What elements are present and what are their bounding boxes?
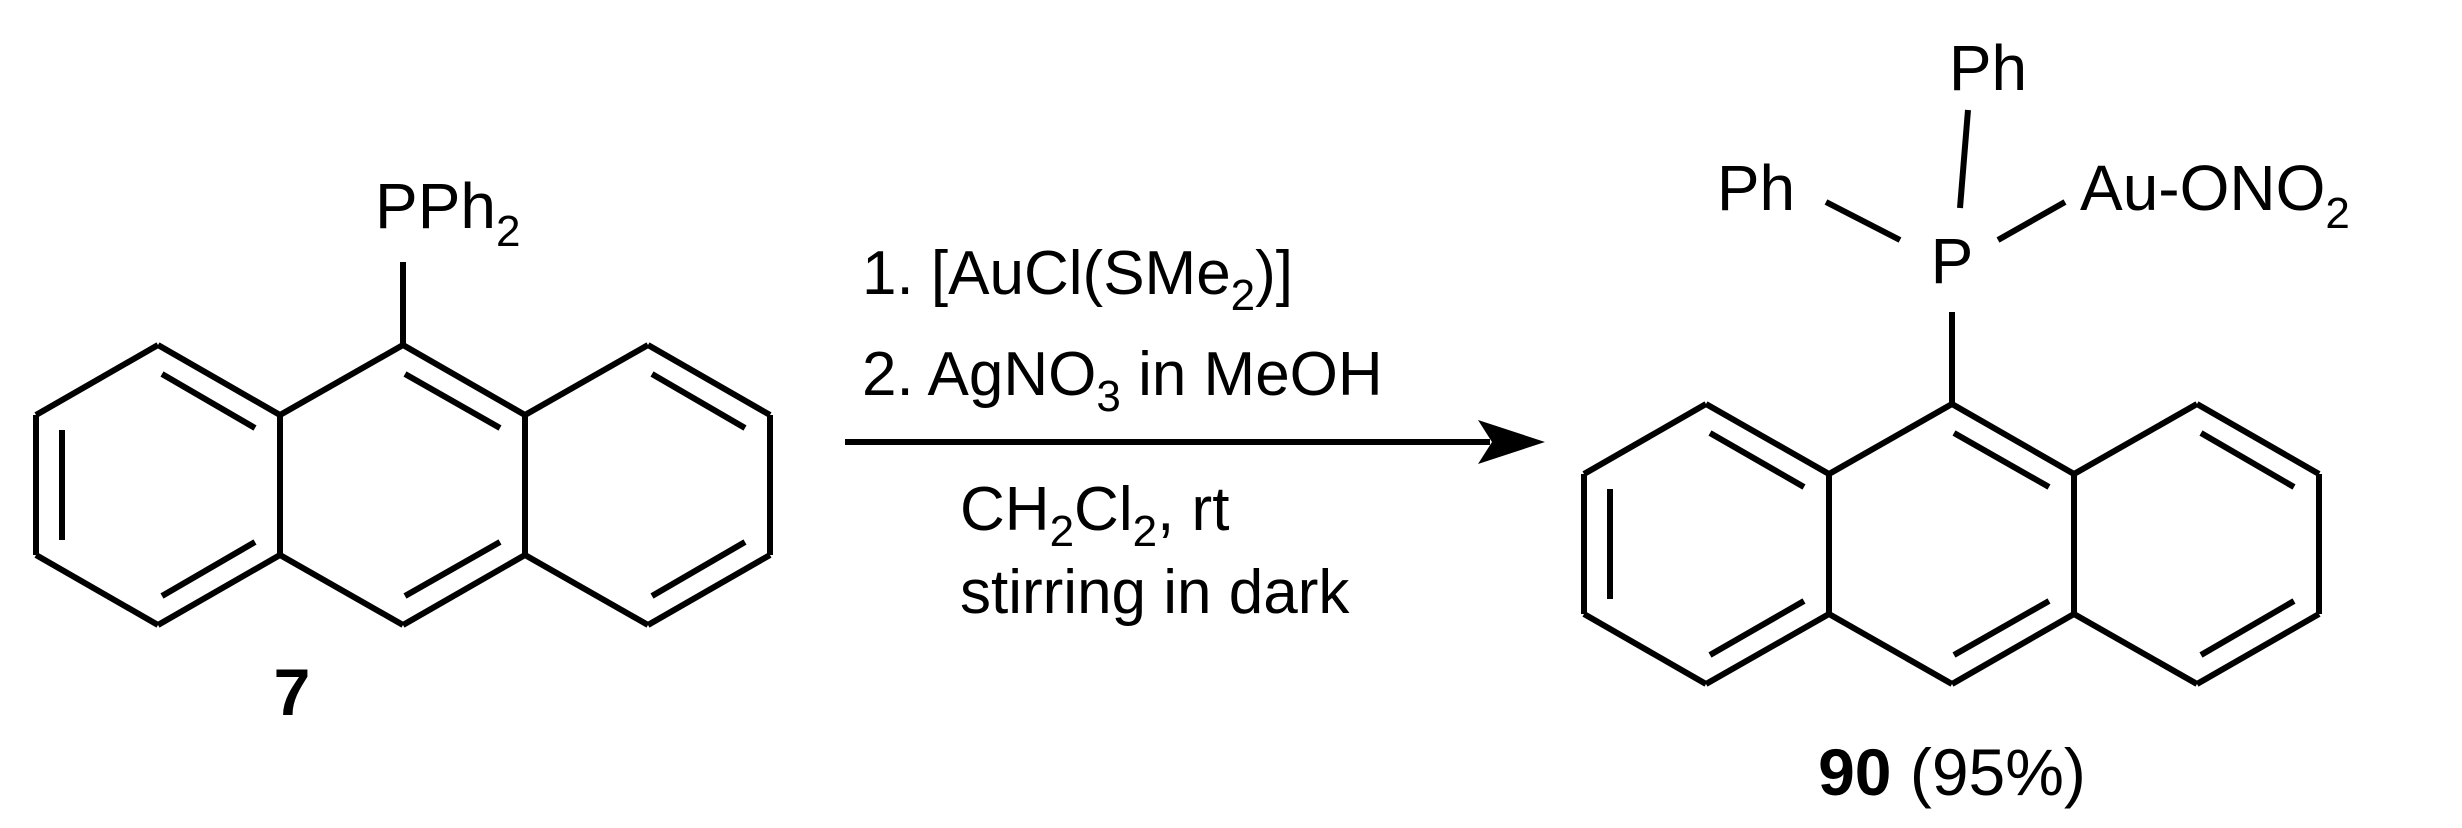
- bond: [401, 552, 527, 628]
- bond: [1582, 611, 1708, 687]
- double-bond-inner: [403, 371, 502, 431]
- condition-step-2: 2. AgNO3 in MeOH: [862, 340, 1383, 421]
- double-bond-inner: [2199, 598, 2296, 658]
- bond: [523, 552, 650, 628]
- bond: [1704, 611, 1831, 687]
- bond: [156, 552, 282, 628]
- condition-note: stirring in dark: [960, 558, 1350, 627]
- product-phosphorus: P: [1931, 225, 1974, 297]
- bond: [278, 552, 405, 628]
- bond: [2195, 611, 2321, 687]
- double-bond-inner: [650, 539, 747, 599]
- bond: [2072, 401, 2199, 477]
- bond: [2195, 401, 2321, 477]
- double-bond-inner: [160, 371, 257, 431]
- bond-p-au: [1996, 199, 2067, 243]
- bond: [1827, 401, 1954, 477]
- double-bond-inner: [1708, 598, 1806, 658]
- bond: [156, 342, 282, 418]
- bond-p-ph-top: [1957, 109, 1971, 209]
- product-label: 90 (95%): [1818, 735, 2086, 809]
- bond: [1704, 401, 1831, 477]
- bond: [1582, 401, 1708, 477]
- product-anthracene: [1581, 109, 2322, 687]
- bond: [1827, 611, 1954, 687]
- bond: [523, 342, 650, 418]
- product-phenyl-top: Ph: [1949, 32, 2027, 104]
- bond-p-ph-left: [1824, 199, 1902, 243]
- double-bond-inner: [650, 371, 747, 431]
- bond: [1950, 401, 2076, 477]
- condition-solvent: CH2Cl2, rt: [960, 475, 1229, 556]
- reactant-compound-number: 7: [274, 655, 311, 729]
- double-bond-inner: [1952, 598, 2051, 658]
- bond: [278, 342, 405, 418]
- bond: [401, 342, 527, 418]
- product-phenyl-left: Ph: [1717, 152, 1795, 224]
- bond: [2072, 611, 2199, 687]
- double-bond-inner: [2199, 430, 2296, 490]
- reaction-arrow: [845, 420, 1545, 464]
- bond: [34, 342, 160, 418]
- product-gold-nitrate: Au-ONO2: [2080, 152, 2350, 238]
- double-bond-inner: [1708, 430, 1806, 490]
- bond: [34, 552, 160, 628]
- double-bond-inner: [160, 539, 257, 599]
- reactant-anthracene: [33, 262, 773, 628]
- bond: [646, 342, 772, 418]
- bond: [646, 552, 772, 628]
- condition-step-1: 1. [AuCl(SMe2)]: [862, 239, 1293, 320]
- reactant-pph2-label: PPh2: [375, 170, 520, 256]
- double-bond-inner: [403, 539, 502, 599]
- bond: [1950, 611, 2076, 687]
- double-bond-inner: [1952, 430, 2051, 490]
